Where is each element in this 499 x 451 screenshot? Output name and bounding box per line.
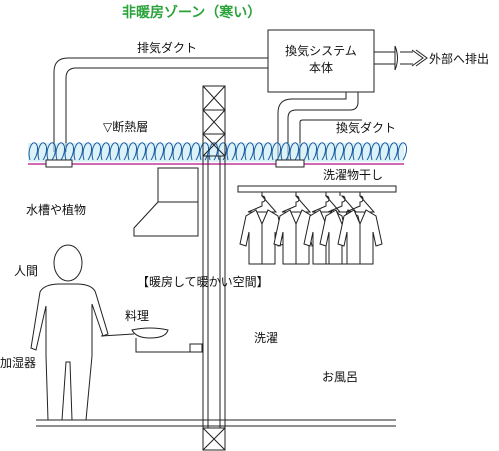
ventilation-system-label-1: 換気システム (285, 43, 357, 58)
exhaust-duct-top (53, 57, 268, 152)
insulation-loop (208, 142, 218, 161)
hanging-clothes (239, 195, 383, 265)
insulation-loop (73, 142, 83, 161)
ventilation-system-box (267, 29, 375, 93)
insulation-loop (172, 142, 182, 161)
insulation-loop (82, 142, 92, 161)
insulation-band (28, 143, 404, 162)
insulation-loop (388, 142, 398, 161)
aquarium-plants-label: 水槽や植物 (26, 202, 86, 217)
range-hood-icon (133, 167, 199, 237)
insulation-loop (280, 142, 290, 161)
humidifier-label: 加湿器 (0, 355, 36, 370)
insulation-loop (145, 142, 155, 161)
insulation-loop (91, 142, 101, 161)
ventilation-duct-right (277, 92, 362, 160)
person-icon (30, 244, 109, 421)
insulation-loop (127, 142, 137, 161)
ceiling-vent-left (45, 159, 73, 168)
insulation-loop (298, 142, 308, 161)
hanger-icon (239, 195, 285, 265)
insulation-loop (64, 142, 74, 161)
insulation-loop (271, 142, 281, 161)
double-arrow-right-icon (411, 49, 428, 67)
ventilation-duct-right-label: 換気ダクト (336, 120, 396, 135)
insulation-loop (397, 142, 407, 161)
cooking-label: 料理 (125, 309, 149, 323)
hanger-icon (273, 195, 319, 265)
insulation-loop (55, 142, 65, 161)
heated-space-label: 【暖房して暖かい空間】 (137, 274, 269, 289)
exhaust-duct-top-label: 排気ダクト (137, 40, 197, 55)
insulation-loop (217, 142, 227, 161)
insulation-loop (235, 142, 245, 161)
human-label: 人間 (14, 264, 38, 278)
floor (36, 419, 396, 427)
insulation-loop (244, 142, 254, 161)
insulation-loop (181, 142, 191, 161)
insulation-loop (100, 142, 110, 161)
truss-column (202, 85, 226, 451)
laundry-label: 洗濯 (254, 331, 278, 345)
insulation-loop (190, 142, 200, 161)
insulation-loop (316, 142, 326, 161)
insulation-label: ▽断熱層 (103, 119, 148, 134)
ceiling-vent-right (275, 159, 305, 168)
insulation-layer (28, 142, 407, 162)
insulation-loop (343, 142, 353, 161)
insulation-loop (199, 142, 209, 161)
insulation-loop (226, 142, 236, 161)
ventilation-system-label-2: 本体 (309, 61, 333, 75)
insulation-loop (154, 142, 164, 161)
stove (135, 338, 203, 353)
insulation-loop (334, 142, 344, 161)
laundry-rack (237, 185, 397, 196)
outside-outlet (374, 45, 413, 71)
insulation-loop (118, 142, 128, 161)
insulation-loop (253, 142, 263, 161)
insulation-loop (163, 142, 173, 161)
insulation-loop (352, 142, 362, 161)
insulation-loop (109, 142, 119, 161)
insulation-loop (289, 142, 299, 161)
insulation-loop (361, 142, 371, 161)
hanger-icon (337, 195, 383, 265)
insulation-loop (46, 142, 56, 161)
insulation-loop (136, 142, 146, 161)
diagram-title: 非暖房ゾーン（寒い） (122, 4, 261, 21)
insulation-loop (325, 142, 335, 161)
insulation-loop (379, 142, 389, 161)
bath-label: お風呂 (322, 370, 358, 384)
insulation-loop (262, 142, 272, 161)
insulation-loop (307, 142, 317, 161)
outside-exhaust-label: 外部へ排出 (429, 51, 489, 66)
insulation-loop (370, 142, 380, 161)
frying-pan-icon (100, 327, 169, 339)
insulation-loop (37, 142, 47, 161)
laundry-drying-label: 洗濯物干し (323, 168, 383, 182)
insulation-loop (28, 142, 38, 161)
